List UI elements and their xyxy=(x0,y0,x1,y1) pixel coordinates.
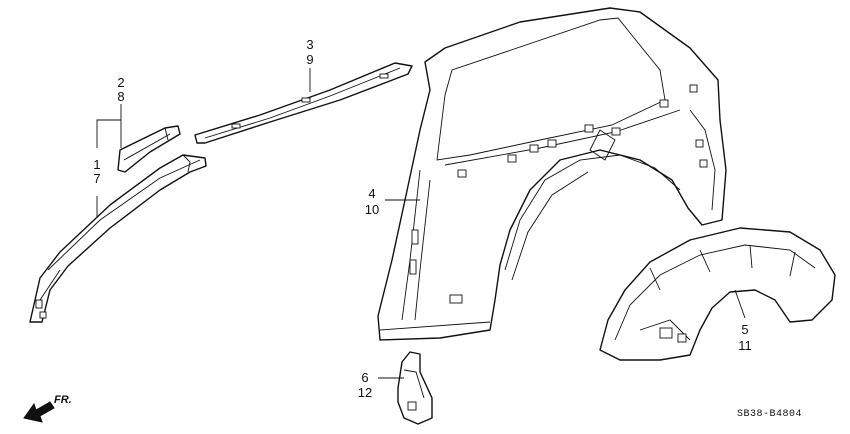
front-direction-arrow-icon xyxy=(23,401,55,423)
drawing-code: SB38-B4804 xyxy=(737,409,803,420)
callout-8: 8 xyxy=(117,89,125,104)
callout-1: 1 xyxy=(93,157,101,172)
part-inner-side-panel xyxy=(377,7,727,341)
callout-2: 2 xyxy=(117,75,125,90)
callout-11: 11 xyxy=(738,338,752,353)
part-roof-rail xyxy=(194,62,413,144)
part-lower-bracket xyxy=(397,351,433,425)
callout-6: 6 xyxy=(361,370,369,385)
leader-2-8 xyxy=(96,104,122,148)
part-pillar-rail xyxy=(29,154,207,323)
callout-5: 5 xyxy=(741,322,749,337)
callout-7: 7 xyxy=(93,171,101,186)
part-wheel-house-liner xyxy=(599,227,836,361)
leader-5-11 xyxy=(734,289,746,319)
callout-9: 9 xyxy=(306,52,314,67)
callout-10: 10 xyxy=(364,202,380,217)
callout-4: 4 xyxy=(368,186,376,201)
callout-3: 3 xyxy=(306,37,314,52)
part-roof-side-bracket xyxy=(117,125,181,173)
front-direction-label: FR. xyxy=(54,394,72,406)
callout-12: 12 xyxy=(357,385,373,400)
